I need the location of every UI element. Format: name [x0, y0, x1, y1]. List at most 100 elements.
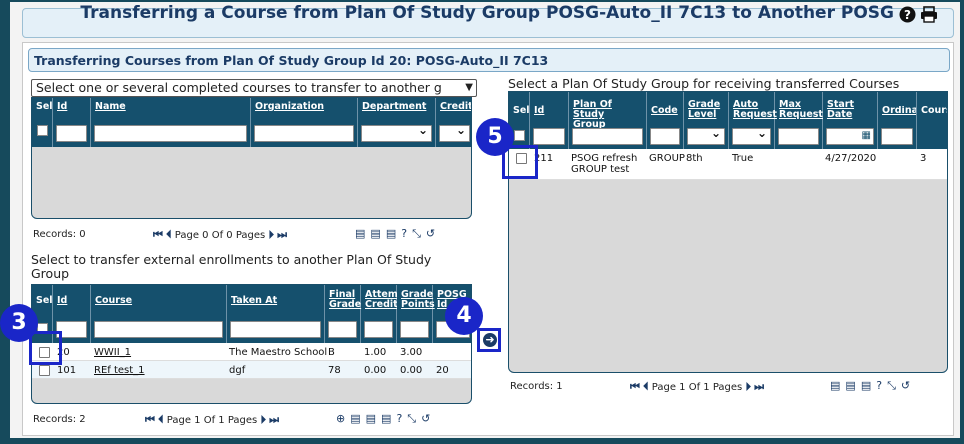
column-credit[interactable]: Credit [436, 98, 471, 147]
select-all-checkbox[interactable] [37, 125, 48, 136]
excel-export-icon[interactable]: ▤ [350, 412, 366, 425]
filter-name-input[interactable] [94, 125, 247, 142]
column-auto-request[interactable]: Auto Request [729, 92, 777, 149]
column-name[interactable]: Name [91, 98, 251, 147]
filter-id-input[interactable] [56, 125, 87, 142]
column-course[interactable]: Course [91, 285, 227, 343]
excel-export-icon[interactable]: ▤ [370, 227, 386, 240]
filter-taken-at-input[interactable] [230, 321, 321, 338]
excel-export-icon[interactable]: ▤ [365, 412, 382, 425]
filter-organization-input[interactable] [254, 125, 354, 142]
filter-start-date-input[interactable]: ▦ [826, 128, 874, 145]
collapse-icon[interactable]: ⤡ [412, 227, 426, 240]
excel-export-icon[interactable]: ▤ [381, 412, 397, 425]
column-department[interactable]: Department [358, 98, 436, 147]
filter-auto-request-dropdown[interactable] [732, 126, 771, 145]
refresh-icon[interactable]: ↺ [421, 412, 436, 425]
table-row[interactable]: 20 WWII_1 The Maestro School B 1.00 3.00 [32, 343, 471, 361]
excel-export-icon[interactable]: ▤ [355, 227, 371, 240]
column-attempt-credit[interactable]: Attempt Credit [361, 285, 397, 343]
refresh-icon[interactable]: ↺ [425, 227, 441, 240]
section-header: Transferring Courses from Plan Of Study … [28, 48, 950, 72]
help-circle-icon[interactable]: ? [876, 379, 888, 392]
column-ordinal[interactable]: Ordinal [878, 92, 917, 149]
last-page-icon[interactable]: ⏭ [277, 228, 288, 241]
callout-badge-3: 3 [0, 304, 38, 342]
grid-toolbar: ⊕▤▤▤?⤡↺ [336, 412, 435, 426]
help-circle-icon[interactable]: ? [396, 412, 408, 425]
prev-page-icon[interactable]: ⏴ [643, 380, 649, 393]
column-id[interactable]: Id [53, 285, 91, 343]
column-max-requests[interactable]: Max Requests [775, 92, 823, 149]
filter-credit-dropdown[interactable] [439, 123, 470, 142]
refresh-icon[interactable]: ↺ [900, 379, 916, 392]
column-plan-of-study-group[interactable]: Plan Of Study Group [569, 92, 647, 149]
filter-ordinal-input[interactable] [881, 128, 913, 145]
grid-toolbar: ▤▤▤?⤡↺ [830, 379, 915, 393]
column-code[interactable]: Code [647, 92, 684, 149]
filter-course-input[interactable] [94, 321, 223, 338]
last-page-icon[interactable]: ⏭ [754, 380, 765, 393]
next-page-icon[interactable]: ⏵ [260, 413, 266, 426]
section-title: Transferring Courses from Plan Of Study … [34, 53, 549, 68]
page-info: Page 1 Of 1 Pages [651, 382, 743, 393]
last-page-icon[interactable]: ⏭ [269, 413, 280, 426]
course-link[interactable]: WWII_1 [94, 347, 132, 358]
filter-posg-input[interactable] [572, 128, 643, 145]
course-select-dropdown[interactable]: Select one or several completed courses … [31, 79, 477, 97]
column-grade-points[interactable]: Grade Points [397, 285, 435, 343]
filter-max-requests-input[interactable] [778, 128, 819, 145]
filter-final-grade-input[interactable] [328, 321, 357, 338]
column-start-date[interactable]: Start Date ▦ [823, 92, 878, 149]
prev-page-icon[interactable]: ⏴ [158, 413, 164, 426]
column-courses[interactable]: Courses [921, 106, 947, 116]
excel-export-icon[interactable]: ▤ [845, 379, 861, 392]
column-organization[interactable]: Organization [251, 98, 358, 147]
collapse-icon[interactable]: ⤡ [887, 379, 901, 392]
column-sel: Sel [32, 98, 53, 147]
filter-id-input[interactable] [56, 321, 87, 338]
excel-export-icon[interactable]: ▤ [830, 379, 846, 392]
help-circle-icon[interactable]: ? [401, 227, 413, 240]
next-page-icon[interactable]: ⏵ [745, 380, 751, 393]
add-circle-icon[interactable]: ⊕ [336, 412, 351, 425]
table-row[interactable]: 211 PSOG refresh GROUP test GROUP 8th Tr… [509, 149, 947, 180]
page-info: Page 1 Of 1 Pages [166, 415, 258, 426]
filter-attempt-credit-input[interactable] [364, 321, 393, 338]
pager: ⏮ ⏴ Page 1 Of 1 Pages ⏵ ⏭ [145, 413, 279, 427]
column-grade-level[interactable]: Grade Level [684, 92, 729, 149]
filter-code-input[interactable] [650, 128, 680, 145]
external-enrollments-grid: Sel Id Course Taken At Final Grade Attem… [31, 284, 472, 404]
row-checkbox[interactable] [39, 347, 50, 358]
column-id[interactable]: Id [530, 92, 569, 149]
course-link[interactable]: REf test_1 [94, 365, 145, 376]
first-page-icon[interactable]: ⏮ [145, 413, 155, 426]
column-id[interactable]: Id [53, 98, 91, 147]
column-final-grade[interactable]: Final Grade [325, 285, 361, 343]
column-taken-at[interactable]: Taken At [227, 285, 325, 343]
filter-department-dropdown[interactable] [361, 123, 432, 142]
row-checkbox[interactable] [39, 365, 50, 376]
filter-grade-points-input[interactable] [400, 321, 429, 338]
calendar-icon[interactable]: ▦ [861, 130, 871, 141]
first-page-icon[interactable]: ⏮ [153, 228, 163, 241]
table-row[interactable]: 101 REf test_1 dgf 78 0.00 0.00 20 [32, 361, 471, 379]
excel-export-icon[interactable]: ▤ [860, 379, 877, 392]
callout-badge-4: 4 [445, 297, 483, 335]
row-checkbox[interactable] [516, 153, 527, 164]
next-page-icon[interactable]: ⏵ [268, 228, 274, 241]
question-circle-icon[interactable]: ? [898, 6, 916, 24]
select-all-checkbox[interactable] [514, 130, 525, 141]
prev-page-icon[interactable]: ⏴ [166, 228, 172, 241]
grid-header: Sel Id Course Taken At Final Grade Attem… [32, 285, 471, 343]
first-page-icon[interactable]: ⏮ [630, 380, 640, 393]
page-info: Page 0 Of 0 Pages [174, 230, 266, 241]
collapse-icon[interactable]: ⤡ [407, 412, 422, 425]
svg-text:?: ? [904, 8, 911, 22]
filter-id-input[interactable] [533, 128, 565, 145]
completed-courses-grid: Sel Id Name Organization Department Cred… [31, 97, 472, 219]
printer-icon[interactable] [920, 6, 938, 24]
transfer-button[interactable]: ➜ [477, 328, 501, 352]
excel-export-icon[interactable]: ▤ [385, 227, 402, 240]
filter-grade-level-dropdown[interactable] [687, 126, 725, 145]
